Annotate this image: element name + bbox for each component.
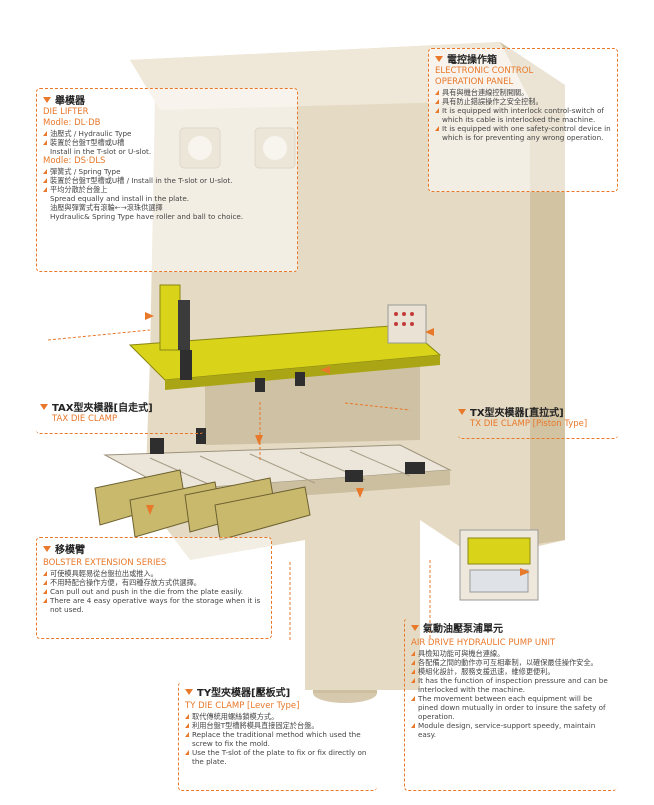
- pump-heading: 氣動油壓泵浦單元: [411, 620, 611, 635]
- control-panel-lights: [394, 312, 414, 326]
- bolster-title: 移模臂: [55, 545, 85, 556]
- die-lifter-bullet-4: 裝置於台盤T型槽或U槽 / Install in the T-slot or U…: [43, 176, 291, 185]
- electronic-panel-callout: 電控操作箱 ELECTRONIC CONTROL OPERATION PANEL…: [428, 48, 618, 192]
- triangle-icon: [185, 688, 193, 695]
- pump-bullet-2: 各配備之間的動作亦可互相牽制，以確保最佳操作安全。: [411, 658, 611, 667]
- triangle-icon: [40, 403, 48, 410]
- callout-arrows: [145, 312, 530, 576]
- tax-clamp-subtitle: TAX DIE CLAMP: [52, 414, 118, 424]
- die-lifter-callout: 舉模器 DIE LIFTER Modle: DL‧DB 油壓式 / Hydrau…: [36, 88, 298, 272]
- die-lifter-bullet-5-en: Spread equally and install in the plate.: [50, 194, 190, 203]
- die-lifter-bullet-2: 裝置於台盤T型槽或U槽: [43, 138, 291, 147]
- bolster-bullet-2: 不用時配合操作方便，有四種存放方式供選擇。: [43, 578, 265, 587]
- ty-clamp-bullet-4: Use the T-slot of the plate to fix or fi…: [185, 748, 371, 766]
- bolster-subtitle: BOLSTER EXTENSION SERIES: [43, 558, 167, 568]
- die-lifter-note: 油壓與彈簧式有滾輪←→滾珠供選擇: [50, 203, 163, 212]
- tax-clamp-title: TAX型夾模器[自走式]: [52, 403, 153, 414]
- bolster-bullet-3: Can pull out and push in the die from th…: [43, 587, 265, 596]
- control-panel-box: [387, 304, 427, 344]
- pump-title: 氣動油壓泵浦單元: [423, 624, 503, 635]
- ty-clamp-bullet-3: Replace the traditional method which use…: [185, 730, 371, 748]
- ty-clamp-callout: TY型夾模器[壓板式] TY DIE CLAMP [Lever Type] 取代…: [178, 682, 377, 791]
- die-lifter-model-1: Modle: DL‧DB: [43, 118, 101, 128]
- bolster-bullet-1: 可使模具輕易從台盤拉出或推入。: [43, 569, 265, 578]
- pump-bullet-6: Module design, service-support speedy, m…: [411, 721, 611, 739]
- die-lifter-arm: [159, 284, 181, 351]
- tax-clamp-2: [196, 428, 206, 444]
- pump-bullet-5: The movement between each equipment will…: [411, 694, 611, 721]
- electronic-panel-subtitle-1: ELECTRONIC CONTROL: [435, 66, 534, 76]
- triangle-icon: [458, 408, 466, 415]
- die-lifter-heading: 舉模器: [43, 92, 291, 107]
- triangle-icon: [43, 545, 51, 552]
- electronic-panel-heading: 電控操作箱: [435, 51, 611, 66]
- electronic-panel-title: 電控操作箱: [447, 55, 497, 66]
- tax-clamp-callout: TAX型夾模器[自走式] TAX DIE CLAMP: [36, 395, 204, 434]
- electronic-panel-bullet-3: It is equipped with interlock control-sw…: [435, 106, 611, 124]
- pump-unit-tank: [469, 569, 529, 593]
- die-lifter-post: [180, 350, 192, 380]
- tx-clamp-title: TX型夾模器[直拉式]: [470, 408, 564, 419]
- bolster-bullet-4: There are 4 easy operative ways for the …: [43, 596, 265, 614]
- die-lifter-cylinder: [178, 300, 190, 350]
- callout-lines: [47, 329, 431, 640]
- die-lifter-bullet-3: 彈簧式 / Spring Type: [43, 167, 291, 176]
- die-lifter-model-2: Modle: DS‧DLS: [43, 156, 106, 166]
- die-lifter-bullet-1: 油壓式 / Hydraulic Type: [43, 129, 291, 138]
- ty-clamp-heading: TY型夾模器[壓板式]: [185, 684, 371, 699]
- tx-clamp-subtitle: TX DIE CLAMP [Piston Type]: [470, 419, 588, 429]
- ty-clamp-title: TY型夾模器[壓板式]: [197, 688, 291, 699]
- bolster-extension-arms: [94, 469, 311, 541]
- ty-clamp-bullet-1: 取代傳統用螺絲鎖模方式。: [185, 712, 371, 721]
- triangle-icon: [411, 624, 419, 631]
- triangle-icon: [435, 55, 443, 62]
- ty-clamp-subtitle: TY DIE CLAMP [Lever Type]: [185, 701, 300, 711]
- ty-clamp-bullet-2: 利用台盤T型槽將模具直接固定於台盤。: [185, 721, 371, 730]
- die-lifter-note-en: Hydraulic& Spring Type have roller and b…: [50, 212, 244, 221]
- die-lifter-title: 舉模器: [55, 96, 85, 107]
- pump-bullet-3: 模組化設計，服務支援迅速，維修更便利。: [411, 667, 611, 676]
- pump-unit-frame: [467, 537, 531, 565]
- electronic-panel-subtitle-2: OPERATION PANEL: [435, 77, 514, 87]
- tx-clamp: [255, 378, 265, 392]
- bolster-heading: 移模臂: [43, 541, 265, 556]
- pump-callout: 氣動油壓泵浦單元 AIR DRIVE HYDRAULIC PUMP UNIT 具…: [404, 618, 617, 791]
- pump-subtitle: AIR DRIVE HYDRAULIC PUMP UNIT: [411, 638, 556, 648]
- triangle-icon: [43, 96, 51, 103]
- tx-clamp-callout: TX型夾模器[直拉式] TX DIE CLAMP [Piston Type]: [458, 400, 618, 439]
- tax-clamp: [150, 438, 164, 454]
- electronic-panel-bullet-1: 具有與機台連線控制開關。: [435, 88, 611, 97]
- die-lifter-bullet-5: 平均分散於台盤上: [43, 185, 291, 194]
- tx-clamp-heading: TX型夾模器[直拉式]: [458, 404, 618, 419]
- electronic-panel-bullet-2: 具有防止錯誤操作之安全控制。: [435, 97, 611, 106]
- electronic-panel-bullet-4: It is equipped with one safety-control d…: [435, 124, 611, 142]
- die-lifter-subtitle: DIE LIFTER: [43, 107, 89, 117]
- pump-bullet-4: It has the function of inspection pressu…: [411, 676, 611, 694]
- bolster-callout: 移模臂 BOLSTER EXTENSION SERIES 可使模具輕易從台盤拉出…: [36, 537, 272, 639]
- die-lifter-bullet-2-en: Install in the T-slot or U-slot.: [50, 147, 152, 156]
- ty-clamp: [345, 470, 363, 482]
- ty-clamp-2: [405, 462, 425, 474]
- pump-bullet-1: 具檢知功能可與機台連線。: [411, 649, 611, 658]
- tx-clamp-2: [295, 372, 305, 386]
- tax-clamp-heading: TAX型夾模器[自走式]: [36, 399, 204, 414]
